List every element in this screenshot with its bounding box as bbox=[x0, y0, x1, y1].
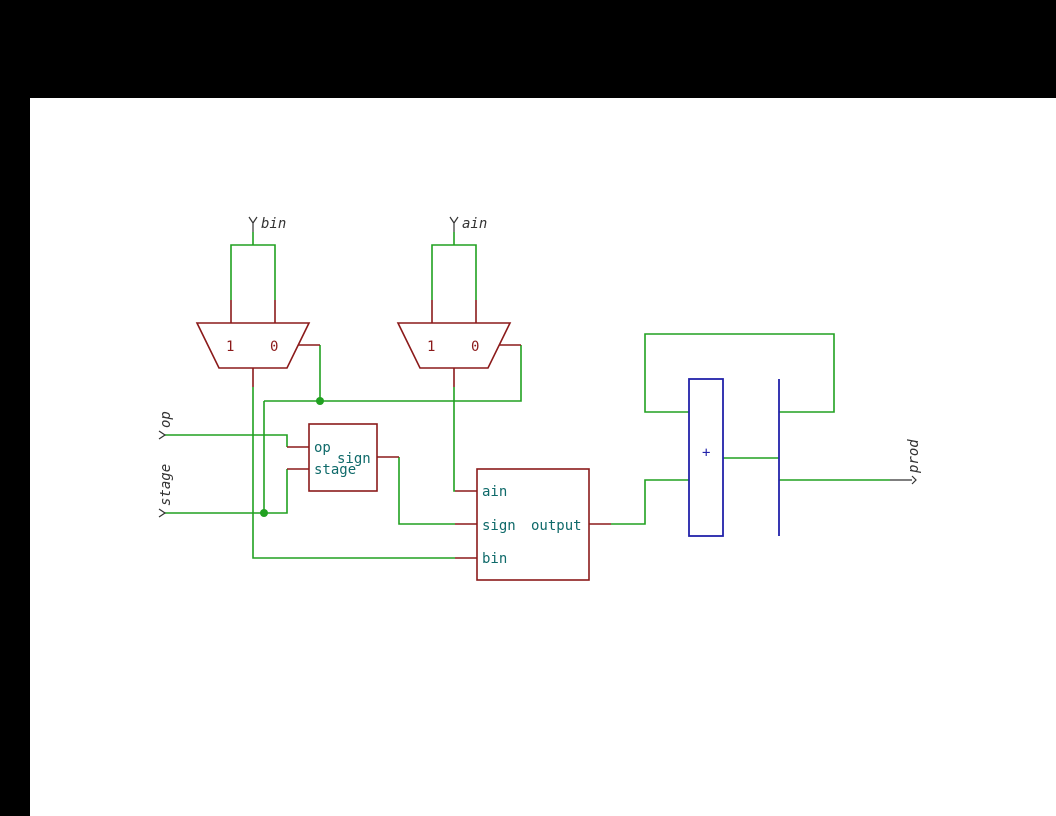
adder[interactable]: + bbox=[688, 378, 724, 537]
mux-right-label-0: 0 bbox=[471, 339, 479, 355]
wire-output bbox=[611, 479, 689, 525]
net-label-bin-flag bbox=[248, 216, 258, 232]
main-block-label-sign: sign bbox=[482, 518, 516, 534]
junction-stage bbox=[260, 509, 268, 517]
mux-left-label-0: 0 bbox=[270, 339, 278, 355]
sign-block[interactable]: op stage sign bbox=[287, 423, 399, 492]
adder-body bbox=[688, 378, 724, 537]
sign-block-label-op: op bbox=[314, 440, 331, 456]
net-label-op-text: op bbox=[158, 411, 174, 428]
junction-select bbox=[316, 397, 324, 405]
wires bbox=[165, 232, 890, 559]
net-label-ain: ain bbox=[449, 216, 487, 232]
net-label-stage: stage bbox=[158, 464, 174, 518]
wire-bin-loop bbox=[230, 244, 276, 300]
sign-block-body bbox=[308, 423, 378, 492]
net-label-stage-text: stage bbox=[158, 464, 174, 506]
net-label-prod-text: prod bbox=[906, 439, 922, 474]
net-label-op: op bbox=[158, 411, 174, 440]
mux-left-label-1: 1 bbox=[226, 339, 234, 355]
wire-ain-loop bbox=[431, 244, 477, 300]
net-label-ain-flag bbox=[449, 216, 459, 232]
main-block-label-ain: ain bbox=[482, 484, 507, 500]
mux-right-body bbox=[396, 322, 512, 369]
mux-left[interactable]: 1 0 bbox=[195, 300, 320, 387]
wire-sign bbox=[398, 457, 455, 525]
wire-left-mux-out bbox=[252, 387, 455, 559]
wire-feedback bbox=[644, 333, 835, 413]
net-label-bin-text: bin bbox=[261, 216, 286, 232]
net-label-ain-text: ain bbox=[462, 216, 487, 232]
net-label-prod-flag bbox=[890, 475, 917, 485]
net-label-stage-flag bbox=[158, 508, 167, 518]
wire-op bbox=[165, 434, 288, 447]
main-block-label-bin: bin bbox=[482, 551, 507, 567]
wire-stage bbox=[165, 469, 288, 514]
mux-right[interactable]: 1 0 bbox=[396, 300, 521, 387]
main-block[interactable]: ain sign bin output bbox=[455, 468, 611, 581]
wire-right-mux-out bbox=[453, 387, 455, 492]
mux-left-body bbox=[195, 322, 311, 369]
sign-block-label-stage: stage bbox=[314, 462, 356, 478]
sign-block-label-sign: sign bbox=[337, 451, 371, 467]
net-label-bin: bin bbox=[248, 216, 286, 232]
net-label-prod: prod bbox=[890, 439, 922, 485]
schematic-sheet bbox=[30, 98, 1056, 816]
mux-right-label-1: 1 bbox=[427, 339, 435, 355]
main-block-label-output: output bbox=[531, 518, 582, 534]
wire-select-bus bbox=[264, 345, 522, 402]
adder-plus-symbol: + bbox=[702, 445, 710, 461]
main-block-body bbox=[476, 468, 590, 581]
net-label-op-flag bbox=[158, 430, 167, 440]
